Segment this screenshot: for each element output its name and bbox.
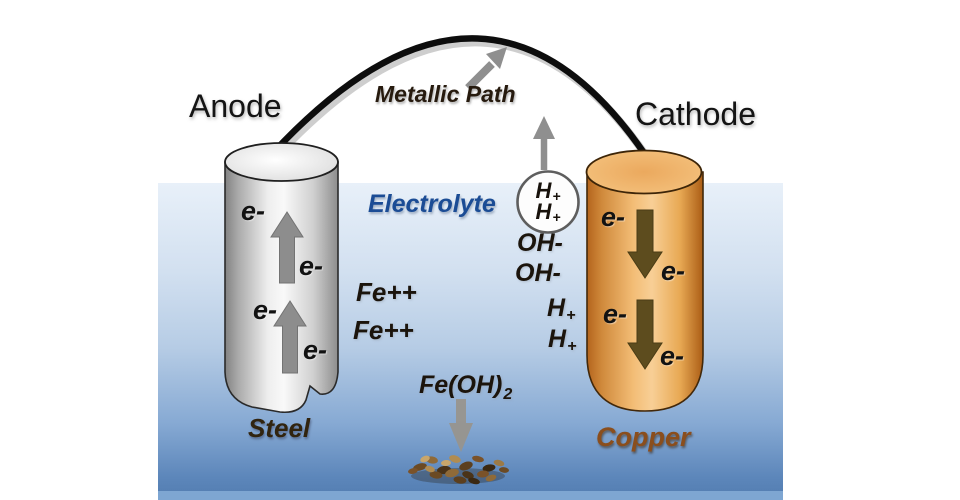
steel-material-label: Steel	[248, 413, 311, 443]
hydrogen-ion-bubble	[516, 170, 580, 234]
cathode-label: Cathode	[635, 96, 756, 132]
metallic-path-label: Metallic Path	[375, 81, 516, 107]
metallic-path-arc	[268, 35, 661, 176]
iron-ion-label: Fe++	[356, 277, 417, 307]
anode-electron-label: e-	[253, 295, 278, 325]
anode-label: Anode	[189, 88, 282, 124]
electron-arrow-down-1	[627, 209, 663, 279]
cathode-electron-label: e-	[601, 202, 626, 232]
anode-electron-label: e-	[241, 196, 266, 226]
hydrogen-ion-bubble-label: H+ H+	[518, 173, 578, 231]
metallic-path-pointer-arrow	[465, 47, 507, 91]
hydroxide-ion-label: OH-	[517, 229, 563, 257]
electron-arrow-down-2	[627, 299, 663, 370]
precipitate-label: Fe(OH)2	[419, 371, 513, 403]
steel-electrode	[224, 142, 339, 414]
cathode-electron-label: e-	[661, 256, 686, 286]
electron-arrow-up-2	[273, 300, 307, 374]
ion-label: H+	[535, 199, 561, 225]
anode-electron-label: e-	[303, 335, 328, 365]
iron-ion-label: Fe++	[353, 315, 414, 345]
anode-electron-label: e-	[299, 251, 324, 281]
rust-deposit	[408, 455, 509, 485]
copper-electrode	[585, 149, 704, 412]
ion-label: H+	[535, 178, 561, 205]
hydrogen-ion-label: H+	[548, 325, 577, 355]
precipitate-arrow	[449, 399, 473, 452]
hydrogen-gas-arrow	[533, 116, 555, 170]
copper-material-label: Copper	[596, 422, 691, 452]
electron-arrow-up-1	[270, 211, 304, 284]
hydroxide-ion-label: OH-	[515, 259, 561, 287]
electrolyte-label: Electrolyte	[368, 190, 496, 218]
cathode-electron-label: e-	[660, 341, 685, 371]
cathode-electron-label: e-	[603, 299, 628, 329]
hydrogen-ion-label: H+	[547, 294, 576, 324]
